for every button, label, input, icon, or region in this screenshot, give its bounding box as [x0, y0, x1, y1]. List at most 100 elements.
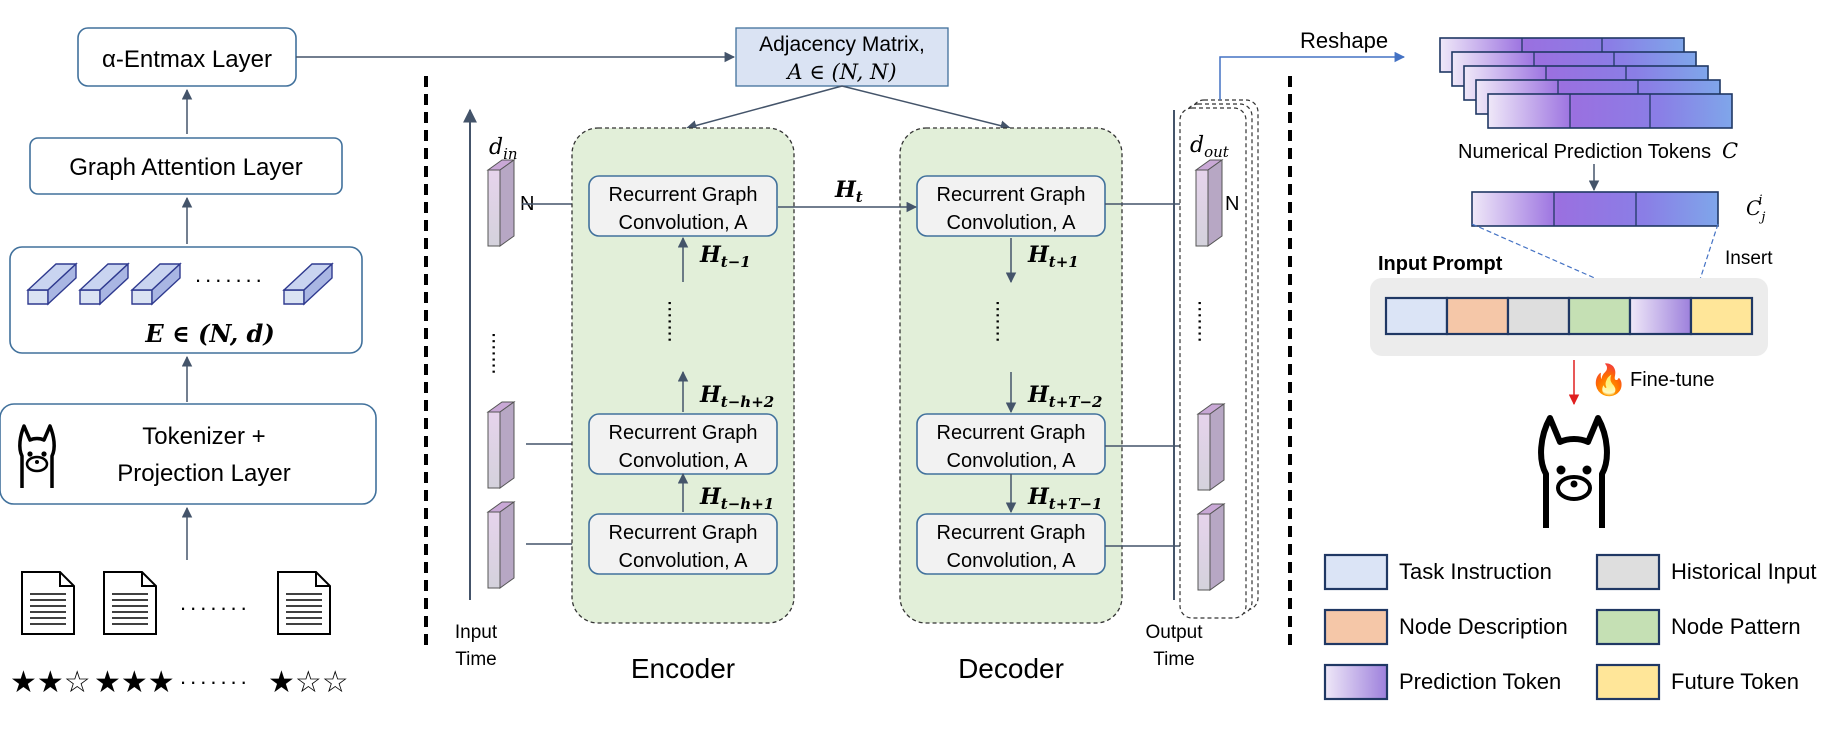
rating-1: ★★☆ — [10, 666, 91, 699]
single-token — [1471, 191, 1719, 227]
input-prompt-title: Input Prompt — [1378, 253, 1503, 275]
hidden-state-label: Ht+T−1 — [1027, 484, 1102, 513]
reshape-label: Reshape — [1300, 28, 1388, 53]
ratings-dots: ....... — [180, 664, 251, 689]
prediction-token-row — [1487, 93, 1733, 129]
cell-label-line2: Convolution, A — [947, 550, 1077, 572]
legend-swatch — [1323, 608, 1389, 646]
legend-swatch — [1323, 553, 1389, 591]
legend-item: Prediction Token — [1323, 663, 1561, 701]
input-slabs — [486, 159, 588, 589]
feature-slab — [486, 501, 516, 589]
tokens-symbol: C — [1722, 139, 1738, 163]
legend-item: Node Pattern — [1595, 608, 1801, 646]
cell-label-line2: Convolution, A — [947, 212, 1077, 234]
legend-label: Future Token — [1671, 669, 1799, 694]
feature-slab — [1196, 403, 1226, 491]
input-dim-label: din — [489, 135, 518, 163]
prompt-cell — [1689, 296, 1754, 336]
legend-swatch — [1595, 663, 1661, 701]
output-slabs — [1194, 159, 1226, 591]
entmax-layer-label: α-Entmax Layer — [102, 46, 272, 73]
adjacency-label-line1: Adjacency Matrix, — [759, 33, 925, 56]
cell-label-line2: Convolution, A — [619, 450, 749, 472]
legend-label: Node Description — [1399, 614, 1568, 639]
documents-dots: ....... — [180, 590, 251, 615]
legend-label: Prediction Token — [1399, 669, 1561, 694]
rating-2: ★★★ — [94, 666, 175, 699]
embedding-vector-icon — [78, 262, 130, 306]
cell-label-line1: Recurrent Graph — [937, 522, 1086, 544]
tokenizer-label-line2: Projection Layer — [117, 460, 290, 487]
input-time-label-line1: Input — [455, 622, 498, 643]
encoder-vertical-dots: ....... — [664, 300, 689, 343]
ratings-row: ★★☆ ★★★ ....... ★☆☆ — [10, 664, 349, 699]
finetune-label: Fine-tune — [1630, 369, 1715, 391]
embedding-label: E ∈ (N, d) — [144, 319, 274, 348]
embedding-vector-icon — [282, 262, 334, 306]
decoder-vertical-dots: ....... — [992, 300, 1017, 343]
legend-swatch — [1323, 663, 1389, 701]
llama-icon — [18, 424, 56, 488]
feature-slab — [1196, 503, 1226, 591]
tokens-label: Numerical Prediction Tokens — [1458, 141, 1711, 163]
input-time-label-line2: Time — [455, 649, 497, 670]
cell-label-line2: Convolution, A — [619, 550, 749, 572]
output-dim-label: dout — [1190, 133, 1230, 161]
hidden-state-label: Ht−h+2 — [699, 382, 774, 411]
legend-swatch — [1595, 608, 1661, 646]
cell-label-line1: Recurrent Graph — [609, 522, 758, 544]
document-icon — [277, 571, 331, 635]
graph-attention-layer-box: Graph Attention Layer — [29, 137, 343, 195]
embedding-vector-icon — [26, 262, 78, 306]
legend-item: Task Instruction — [1323, 553, 1552, 591]
hidden-state-label: Ht−1 — [699, 242, 751, 271]
document-icon — [21, 571, 75, 635]
cell-label-line2: Convolution, A — [619, 212, 749, 234]
embedding-vectors — [26, 262, 334, 306]
output-time-label-line2: Time — [1153, 649, 1195, 670]
documents-row — [21, 571, 331, 635]
prediction-token-stack — [1439, 37, 1733, 129]
decoder-title: Decoder — [958, 653, 1064, 684]
cell-label-line1: Recurrent Graph — [937, 184, 1086, 206]
embedding-box: ....... E ∈ (N, d) — [9, 246, 363, 354]
cell-label-line1: Recurrent Graph — [609, 422, 758, 444]
hidden-state-label: Ht+T−2 — [1027, 382, 1102, 411]
tokenizer-label-line1: Tokenizer + — [142, 423, 265, 450]
hidden-state-label: Ht−h+1 — [699, 484, 774, 513]
cell-label-line1: Recurrent Graph — [937, 422, 1086, 444]
ht-label: Ht — [834, 177, 863, 206]
cell-label-line2: Convolution, A — [947, 450, 1077, 472]
llama-large-icon — [1538, 415, 1610, 528]
hidden-state-label: Ht+1 — [1027, 242, 1079, 271]
rating-3: ★☆☆ — [268, 666, 349, 699]
tokenizer-box: Tokenizer + Projection Layer — [0, 403, 377, 505]
feature-slab — [486, 401, 516, 489]
output-time-label-line1: Output — [1145, 622, 1203, 643]
adjacency-matrix-box: Adjacency Matrix, A ∈ (N, N) — [735, 27, 949, 87]
feature-slab — [486, 159, 516, 247]
prompt-cell — [1628, 296, 1693, 336]
output-node-label: N — [1225, 193, 1239, 215]
input-prompt-cells — [1384, 296, 1754, 336]
embedding-vector-icon — [130, 262, 182, 306]
encoder-title: Encoder — [631, 653, 735, 684]
output-vertical-dots: ....... — [1194, 300, 1219, 343]
prompt-cell — [1384, 296, 1449, 336]
token-i-symbol: Cji — [1746, 193, 1765, 225]
input-vertical-dots: ....... — [488, 332, 513, 375]
feature-slab — [1194, 159, 1224, 247]
prompt-cell — [1506, 296, 1571, 336]
document-icon — [103, 571, 157, 635]
legend-label: Node Pattern — [1671, 614, 1801, 639]
legend-label: Historical Input — [1671, 559, 1817, 584]
